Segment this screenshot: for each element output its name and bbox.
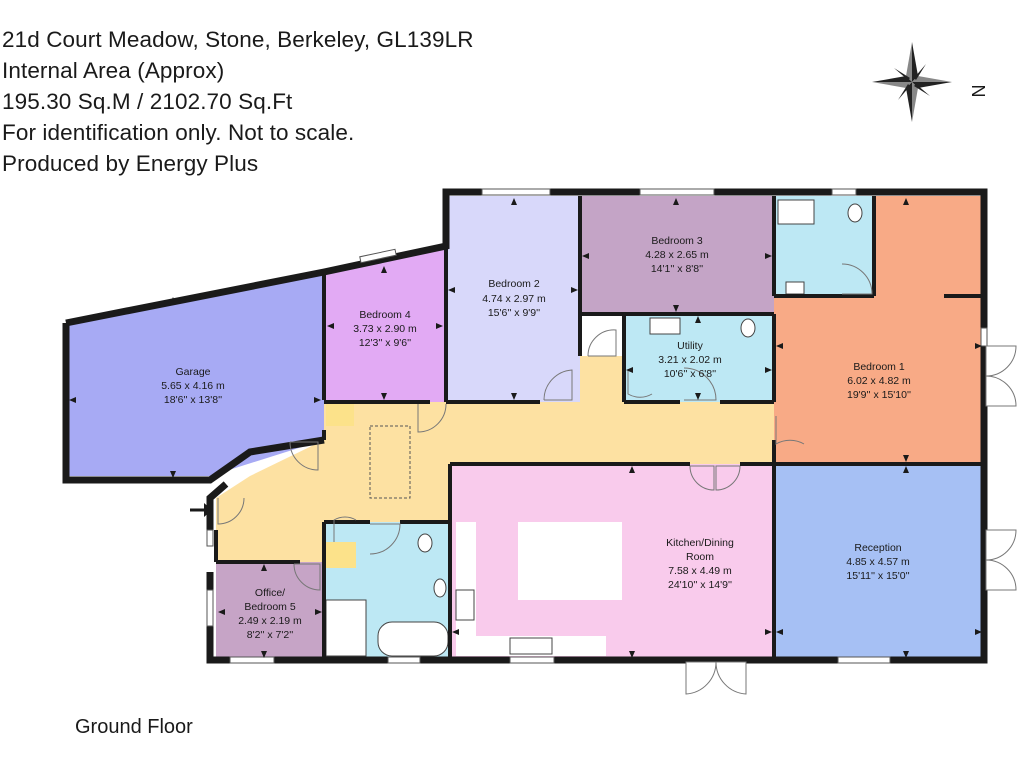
- hallway: [216, 356, 774, 562]
- windows: [206, 188, 988, 664]
- bedroom2-dims-ft: 15'6'' x 9'9'': [488, 307, 540, 319]
- external-doors: [685, 345, 1017, 695]
- area-title: Internal Area (Approx): [2, 58, 225, 83]
- reception-name: Reception: [854, 542, 901, 554]
- compass-icon: [872, 42, 952, 122]
- garage-name: Garage: [175, 366, 210, 378]
- address-text: 21d Court Meadow, Stone, Berkeley, GL139…: [2, 27, 474, 52]
- kitchen-name-1: Kitchen/Dining: [666, 537, 734, 549]
- reception-dims-m: 4.85 x 4.57 m: [846, 556, 910, 568]
- bedroom3-dims-ft: 14'1'' x 8'8'': [651, 263, 703, 275]
- garage-dims-m: 5.65 x 4.16 m: [161, 380, 225, 392]
- ensuite-shower: [777, 199, 815, 225]
- bedroom3-room: [580, 196, 774, 314]
- kitchen-island: [518, 522, 622, 600]
- utility-sink: [649, 317, 681, 335]
- bathtub: [377, 621, 449, 657]
- office-name-1: Office/: [255, 587, 285, 599]
- utility-dims-m: 3.21 x 2.02 m: [658, 354, 722, 366]
- kitchen-sink: [509, 637, 553, 655]
- bedroom1-dims-ft: 19'9'' x 15'10'': [847, 389, 911, 401]
- internal-doors: [217, 263, 873, 591]
- bedroom4-dims-ft: 12'3'' x 9'6'': [359, 337, 411, 349]
- bedroom4-room: [324, 246, 446, 402]
- kitchen-name-2: Room: [686, 551, 714, 563]
- bedroom2-room: [446, 196, 580, 402]
- reception-room: [774, 464, 984, 660]
- toilet-icon: [417, 533, 433, 553]
- office-dims-m: 2.49 x 2.19 m: [238, 615, 302, 627]
- loft-hatch: [369, 425, 411, 499]
- ensuite-toilet-icon: [847, 203, 863, 223]
- cupboard-1: [326, 404, 354, 426]
- kitchen-dims-ft: 24'10'' x 14'9'': [668, 579, 732, 591]
- floor-name: Ground Floor: [75, 716, 193, 738]
- entrance-arrow-icon: [190, 503, 212, 517]
- bedroom1-room: [774, 196, 984, 464]
- utility-dims-ft: 10'6'' x 6'8'': [664, 368, 716, 380]
- kitchen-dims-m: 7.58 x 4.49 m: [668, 565, 732, 577]
- walls: [62, 188, 988, 664]
- ensuite-basin: [785, 281, 805, 295]
- reception-dims-ft: 15'11'' x 15'0'': [846, 570, 909, 582]
- header-info: 21d Court Meadow, Stone, Berkeley, GL139…: [2, 24, 474, 179]
- bedroom1-dims-m: 6.02 x 4.82 m: [847, 375, 911, 387]
- room-labels: Garage 5.65 x 4.16 m 18'6'' x 13'8'' Bed…: [161, 235, 911, 641]
- bedroom3-name: Bedroom 3: [651, 235, 703, 247]
- office-name-2: Bedroom 5: [244, 601, 296, 613]
- office-dims-ft: 8'2'' x 7'2'': [247, 629, 293, 641]
- garage-dims-ft: 18'6'' x 13'8'': [164, 394, 222, 406]
- kitchen-hob: [455, 589, 475, 621]
- office-room: [216, 562, 324, 660]
- producer-text: Produced by Energy Plus: [2, 151, 259, 176]
- bedroom2-dims-m: 4.74 x 2.97 m: [482, 293, 546, 305]
- basin-icon: [433, 578, 447, 598]
- bedroom2-name: Bedroom 2: [488, 278, 540, 290]
- bedroom4-dims-m: 3.73 x 2.90 m: [353, 323, 417, 335]
- north-label: N: [968, 85, 988, 98]
- bedroom4-name: Bedroom 4: [359, 309, 411, 321]
- dimension-markers: [69, 198, 982, 658]
- bedroom3-dims-m: 4.28 x 2.65 m: [645, 249, 709, 261]
- cupboard-2: [326, 542, 356, 568]
- garage-room: [66, 272, 324, 476]
- utility-toilet-icon: [740, 318, 756, 338]
- disclaimer-text: For identification only. Not to scale.: [2, 120, 355, 145]
- shower-tray: [325, 599, 367, 657]
- bedroom1-name: Bedroom 1: [853, 361, 905, 373]
- utility-name: Utility: [677, 340, 703, 352]
- area-value: 195.30 Sq.M / 2102.70 Sq.Ft: [2, 89, 293, 114]
